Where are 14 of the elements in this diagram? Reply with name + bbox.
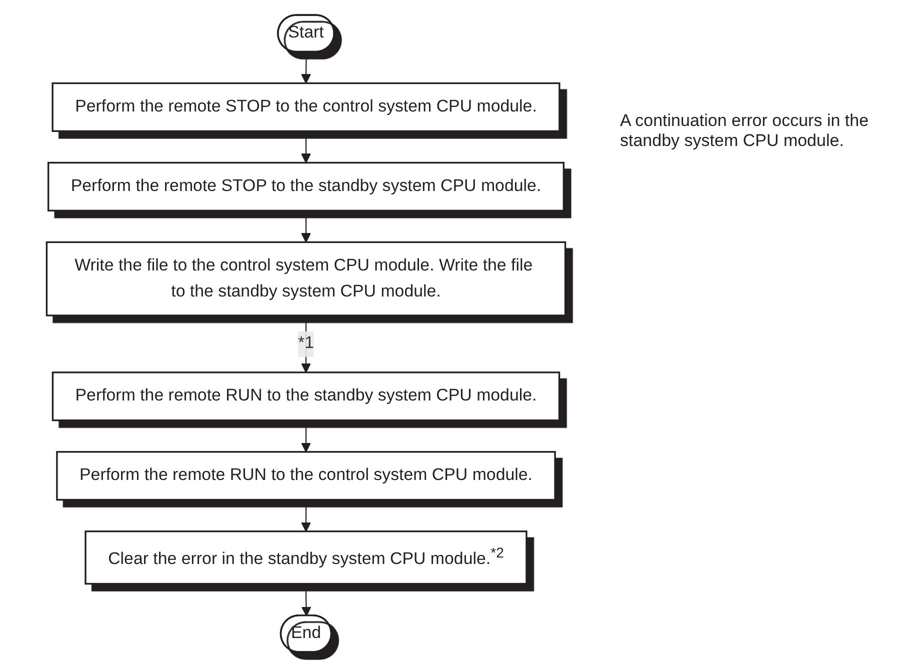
node-box: Clear the error in the standby system CPU module.$^{*2}$ bbox=[84, 530, 528, 585]
edge-label: *1 bbox=[298, 334, 314, 353]
node-box: Write the file to the control system CPU module. Write the file to the standby system CPU module. bbox=[46, 241, 566, 316]
arrow bbox=[301, 420, 311, 452]
arrow bbox=[301, 210, 311, 243]
node-box: Perform the remote STOP to the control system CPU module. bbox=[52, 82, 560, 132]
arrow bbox=[301, 500, 311, 532]
arrow bbox=[301, 52, 311, 84]
node-box: Perform the remote STOP to the standby system CPU module. bbox=[47, 162, 565, 212]
node-box: Perform the remote RUN to the standby system CPU module. bbox=[52, 372, 560, 422]
arrow bbox=[301, 584, 312, 616]
node-box: Perform the remote RUN to the control system CPU module. bbox=[56, 451, 556, 501]
arrow bbox=[301, 131, 311, 164]
side-note: A continuation error occurs in the standby system CPU module. bbox=[620, 111, 870, 151]
